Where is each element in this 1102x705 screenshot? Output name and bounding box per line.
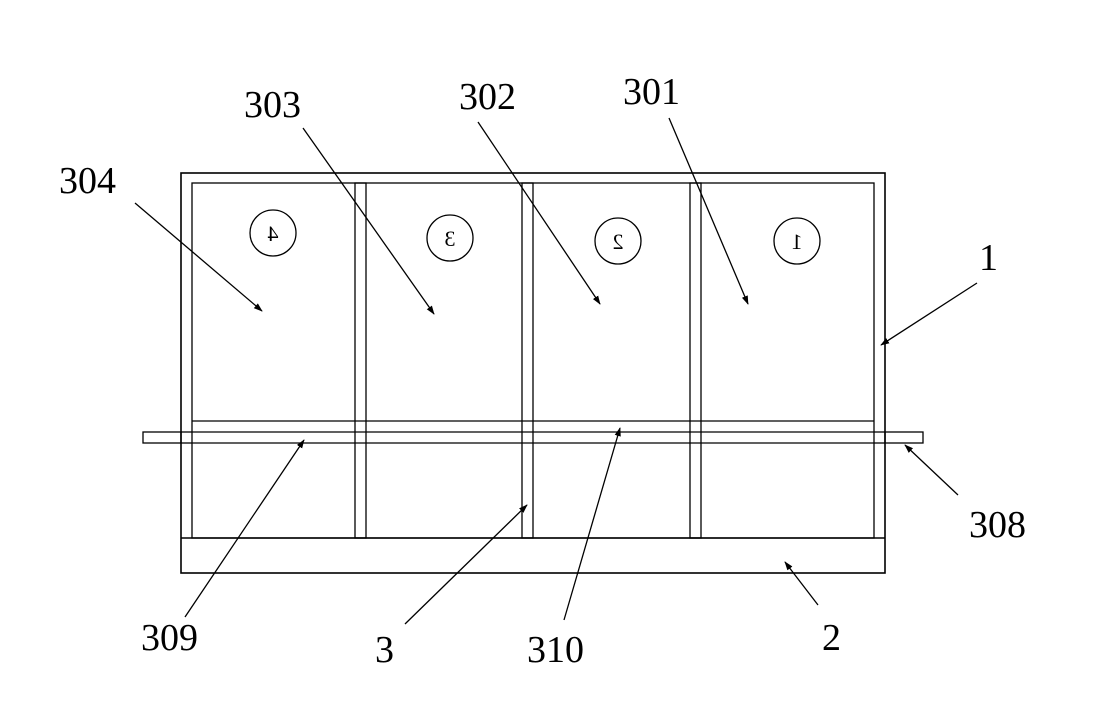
label-301: 301 [623,71,680,113]
reference-labels: 301 302 303 304 1 308 309 3 310 2 [59,71,1026,671]
svg-text:4: 4 [268,221,279,246]
svg-text:1: 1 [792,229,803,254]
leader-308 [904,444,959,496]
label-3: 3 [375,629,394,671]
partition-wall-1 [354,182,367,539]
svg-text:2: 2 [613,229,624,254]
leader-lines [134,117,978,625]
leader-309 [184,439,305,618]
label-304: 304 [59,160,116,202]
partition-wall-2 [521,182,534,539]
leader-301 [668,117,749,305]
compartment-number-3: 3 [426,214,474,262]
leader-310 [563,427,621,621]
svg-text:3: 3 [445,226,456,251]
label-302: 302 [459,76,516,118]
label-1: 1 [979,237,998,279]
leader-302 [477,121,601,305]
label-309: 309 [141,617,198,659]
leader-303 [302,127,435,315]
leader-1 [880,282,978,346]
leader-3 [404,504,528,625]
horizontal-rail [142,420,924,444]
partition-wall-3 [689,182,702,539]
label-310: 310 [527,629,584,671]
rail-right-end [884,431,924,444]
label-303: 303 [244,84,301,126]
label-308: 308 [969,504,1026,546]
compartment-number-2: 2 [594,217,642,265]
label-2: 2 [822,617,841,659]
compartment-number-1: 1 [773,217,821,265]
leader-304 [134,202,263,312]
rail-left-end [142,431,182,444]
partition-walls [354,182,702,539]
compartment-number-4: 4 [249,209,297,257]
leader-2 [784,561,819,606]
